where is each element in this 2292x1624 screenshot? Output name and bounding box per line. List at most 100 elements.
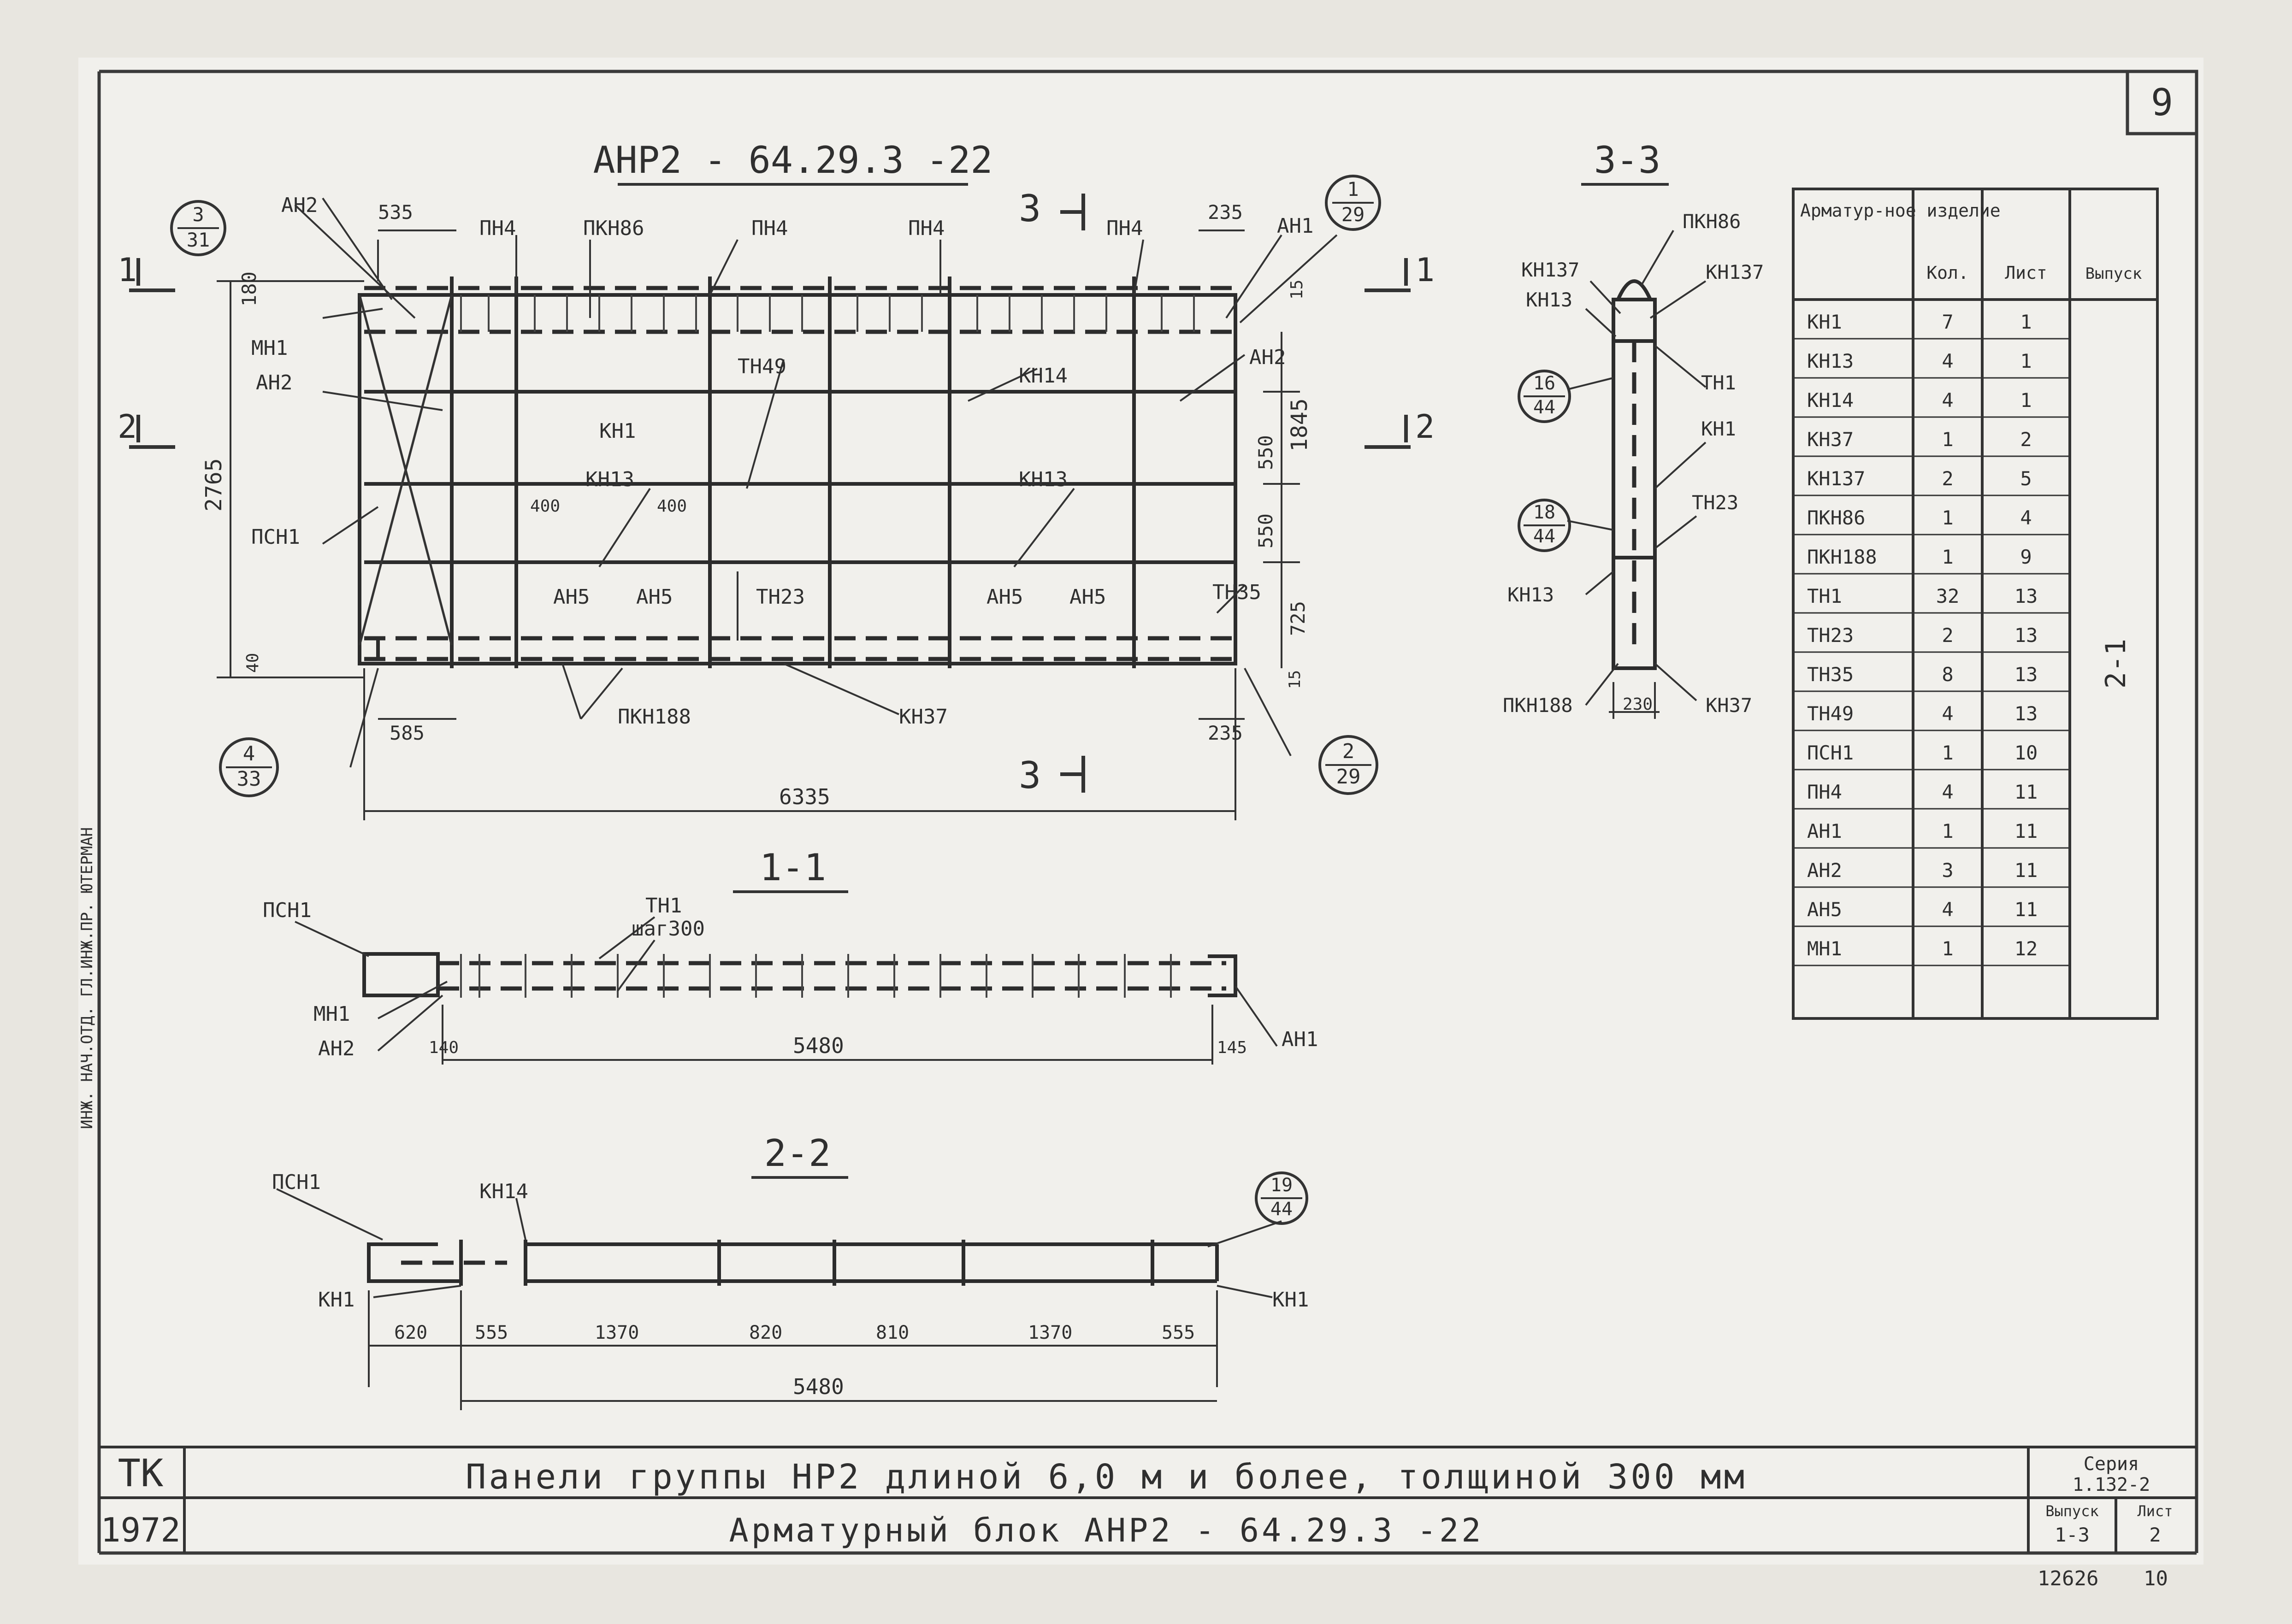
main-view: АНР2 - 64.29.3 -22 [118, 139, 1435, 820]
callout-2-29: 2 29 [1318, 735, 1378, 795]
table-cell-product: КН37 [1807, 428, 1854, 451]
label-tn49: ТН49 [738, 355, 786, 378]
table-cell-product: ПСН1 [1807, 741, 1854, 764]
dim-235-bot: 235 [1208, 722, 1243, 744]
table-cell-qty: 1 [1942, 428, 1953, 451]
table-cell-sheet: 13 [2014, 663, 2038, 686]
section-mark-1-right: 1 [1415, 251, 1435, 289]
section-3-3-title: 3-3 [1594, 139, 1661, 182]
title-block-sheet-value: 2 [2149, 1524, 2161, 1546]
dim-535: 535 [378, 201, 413, 224]
table-cell-sheet: 12 [2014, 937, 2038, 960]
table-cell-sheet: 1 [2020, 350, 2032, 372]
label-mn1: МН1 [251, 336, 288, 360]
label-pn4-a: ПН4 [479, 217, 516, 240]
table-cell-sheet: 11 [2014, 820, 2038, 842]
table-cell-qty: 1 [1942, 741, 1953, 764]
label-pn4-b: ПН4 [751, 217, 788, 240]
s22-label-kn1-left: КН1 [318, 1288, 354, 1312]
s33-label-pkn86: ПКН86 [1683, 210, 1741, 233]
label-kn1: КН1 [599, 419, 636, 443]
s22-dim-810: 810 [876, 1322, 909, 1343]
title-block-sheet-label: Лист [2137, 1502, 2173, 1520]
section-mark-3-bottom: 3 [1019, 754, 1041, 797]
svg-text:1: 1 [1347, 178, 1359, 200]
dim-400-b: 400 [657, 497, 687, 516]
s33-label-tn23: ТН23 [1692, 491, 1738, 514]
table-cell-sheet: 13 [2014, 585, 2038, 607]
dim-550-b: 550 [1254, 513, 1277, 548]
s33-label-tn1: ТН1 [1701, 371, 1736, 394]
dim-15-bot: 15 [1286, 670, 1304, 689]
label-an2-right: АН2 [1249, 346, 1286, 369]
dim-400-a: 400 [530, 497, 560, 516]
svg-text:16: 16 [1533, 373, 1555, 394]
s22-dim-1370-a: 1370 [595, 1322, 639, 1343]
label-tn23: ТН23 [756, 585, 805, 609]
sheet-number: 9 [2151, 81, 2173, 124]
s22-dim-1370-b: 1370 [1028, 1322, 1072, 1343]
table-cell-sheet: 11 [2014, 898, 2038, 921]
label-pn4-c: ПН4 [908, 217, 945, 240]
table-cell-product: ПКН188 [1807, 546, 1877, 568]
table-cell-qty: 3 [1942, 859, 1953, 882]
label-tn35: ТН35 [1212, 581, 1261, 604]
section-1-1-title: 1-1 [760, 846, 827, 889]
svg-text:4: 4 [243, 742, 255, 765]
svg-text:19: 19 [1270, 1175, 1293, 1196]
table-cell-qty: 4 [1942, 389, 1953, 412]
section-3-3: 3-3 ПКН86 КН137 КН137 КН13 [1503, 139, 1764, 719]
table-cell-qty: 4 [1942, 350, 1953, 372]
label-an1: АН1 [1277, 214, 1313, 238]
s22-dim-820: 820 [749, 1322, 782, 1343]
table-cell-sheet: 1 [2020, 389, 2032, 412]
section-2-2-title: 2-2 [764, 1132, 831, 1175]
s33-label-kn13-b: КН13 [1507, 583, 1554, 606]
svg-text:29: 29 [1336, 765, 1361, 788]
dim-2765: 2765 [201, 458, 227, 512]
main-view-title: АНР2 - 64.29.3 -22 [593, 139, 993, 182]
s33-label-kn37: КН37 [1706, 694, 1752, 717]
table-cell-product: АН1 [1807, 820, 1842, 842]
table-header-issue: Выпуск [2085, 265, 2142, 283]
table-cell-product: ТН1 [1807, 585, 1842, 607]
label-pn4-d: ПН4 [1106, 217, 1143, 240]
s33-label-kn1: КН1 [1701, 418, 1736, 440]
s33-label-kn137-left: КН137 [1521, 259, 1579, 281]
label-an5-d: АН5 [1069, 585, 1106, 609]
s11-label-an2: АН2 [318, 1037, 354, 1060]
s11-label-mn1: МН1 [313, 1002, 350, 1026]
title-block: ТК 1972 Панели группы НР2 длиной 6,0 м и… [99, 1446, 2197, 1553]
table-cell-product: ПКН86 [1807, 506, 1865, 529]
spec-table: Арматур-ное изделие Кол. Лист Выпуск КН1… [1792, 188, 2159, 1020]
section-2-2: 2-2 ПСН1 КН14 К [272, 1132, 1309, 1410]
dim-550-a: 550 [1254, 435, 1277, 470]
table-cell-qty: 4 [1942, 898, 1953, 921]
s11-dim-140: 140 [429, 1038, 459, 1057]
s33-label-kn13: КН13 [1526, 288, 1572, 311]
svg-text:33: 33 [237, 767, 261, 791]
label-an5-c: АН5 [987, 585, 1023, 609]
table-cell-sheet: 5 [2020, 467, 2032, 490]
dim-585: 585 [390, 722, 425, 744]
svg-text:29: 29 [1341, 203, 1365, 226]
section-mark-2-left: 2 [118, 408, 137, 446]
table-cell-sheet: 13 [2014, 702, 2038, 725]
title-block-series-value: 1.132-2 [2073, 1474, 2150, 1495]
table-cell-sheet: 9 [2020, 546, 2032, 568]
label-an5-a: АН5 [553, 585, 590, 609]
table-cell-product: КН13 [1807, 350, 1854, 372]
svg-text:2: 2 [1342, 740, 1355, 763]
callout-4-33: 4 33 [219, 737, 279, 797]
section-1-1: 1-1 ПСН1 ТН1 [263, 846, 1318, 1065]
table-cell-sheet: 1 [2020, 311, 2032, 333]
archive-number: 12626 [2038, 1567, 2098, 1590]
dim-6335: 6335 [779, 784, 830, 809]
